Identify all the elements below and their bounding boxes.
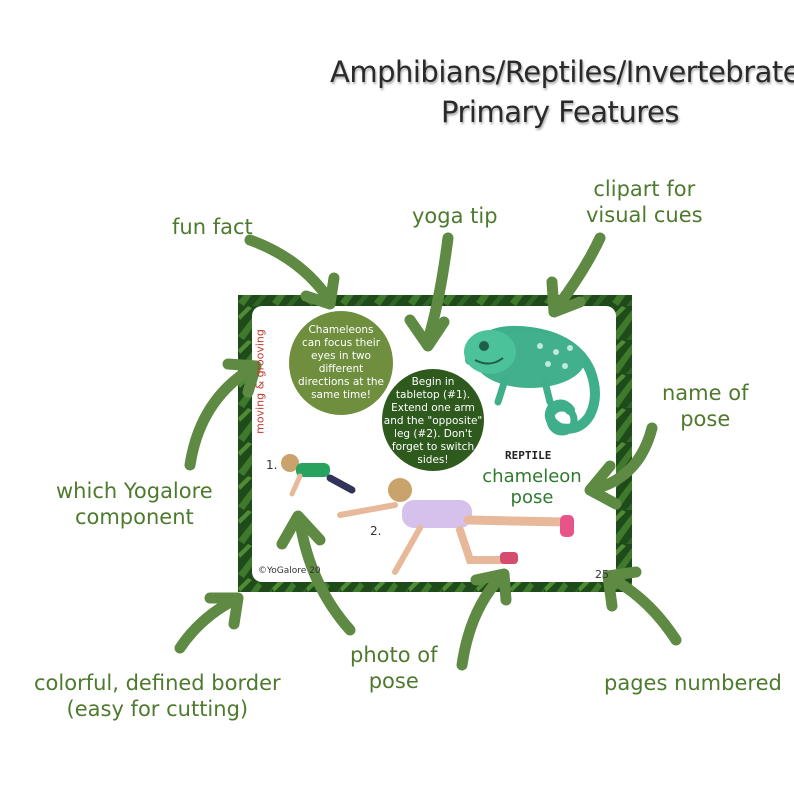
component-side-label: moving & grooving [253,329,267,434]
arrow-clipart [552,232,606,312]
arrow-head-component [222,358,262,398]
fun-fact-line: different [318,363,364,375]
arrow-head-photo-1 [276,510,326,550]
photo-pose-2 [337,478,574,575]
yoga-tip-line: leg (#2). Don't [394,428,472,440]
fun-fact-line: can focus their [301,337,381,349]
yoga-tip-line: tabletop (#1). [395,389,471,401]
step-1-number: 1. [266,458,278,472]
title-line-2: Primary Features [441,95,679,129]
label-border-line-2: (easy for cutting) [66,697,249,721]
fun-fact-line: Chameleons [308,324,374,336]
label-fun-fact: fun fact [172,215,253,239]
label-component: which Yogalore component [56,478,213,530]
label-name-of-pose: name of pose [662,380,748,432]
arrow-border [174,594,240,654]
copyright: ©YoGalore 20 [258,566,321,576]
tip-circle [382,369,484,471]
arrow-head-photo-2 [470,568,512,606]
pose-name: chameleon pose [472,466,592,508]
page-title: Amphibians/Reptiles/Invertebrates Primar… [330,52,794,132]
pose-name-line-2: pose [510,487,554,508]
fun-fact-circle [289,311,393,415]
fun-fact-line: same time! [311,389,371,401]
arrow-head-clipart [546,276,586,318]
title-line-1: Amphibians/Reptiles/Invertebrates [330,55,794,89]
arrow-photo-2 [456,572,506,671]
fun-fact-line: directions at the [298,376,384,388]
photo-pose-1 [281,454,356,497]
yoga-tip-line: sides! [417,454,449,466]
pose-name-line-1: chameleon [482,466,582,487]
label-component-line-1: which Yogalore [56,479,213,503]
arrow-head-yoga-tip [404,314,450,352]
yoga-tip-line: forget to switch [391,441,475,453]
yoga-tip-line: Extend one arm [391,402,475,414]
label-border: colorful, defined border (easy for cutti… [34,670,281,722]
label-component-line-2: component [74,505,194,529]
label-name-line-2: pose [680,407,731,431]
label-border-line-1: colorful, defined border [34,671,281,695]
arrow-head-fun-fact [300,272,340,310]
yoga-tip-line: Begin in [411,376,455,388]
label-name-line-1: name of [662,381,749,405]
annotation-arrows [174,232,682,671]
arrow-head-border [204,592,244,630]
yoga-tip-text: Begin in tabletop (#1). Extend one arm a… [383,376,483,467]
page-number: 25 [595,568,609,581]
arrow-fun-fact [244,234,334,304]
label-photo-line-1: photo of [350,643,438,667]
label-photo-line-2: pose [368,669,419,693]
arrow-head-name [584,460,622,510]
fun-fact-text: Chameleons can focus their eyes in two d… [290,324,392,402]
label-clipart-line-1: clipart for [593,177,696,201]
arrow-yoga-tip [422,232,454,346]
chameleon-icon [464,325,600,436]
arrow-photo-1 [294,516,356,636]
arrow-name [592,422,658,494]
fun-fact-line: eyes in two [311,350,371,362]
label-photo-of-pose: photo of pose [350,642,438,694]
step-2-number: 2. [370,524,382,538]
arrow-pages [608,574,682,646]
yoga-tip-line: and the "opposite" [383,415,483,427]
arrow-component [184,362,258,471]
label-yoga-tip: yoga tip [412,204,498,228]
pose-category: REPTILE [505,449,552,462]
arrow-head-pages [602,566,642,612]
label-clipart: clipart for visual cues [586,176,703,228]
label-pages-numbered: pages numbered [604,671,782,695]
label-clipart-line-2: visual cues [586,203,703,227]
